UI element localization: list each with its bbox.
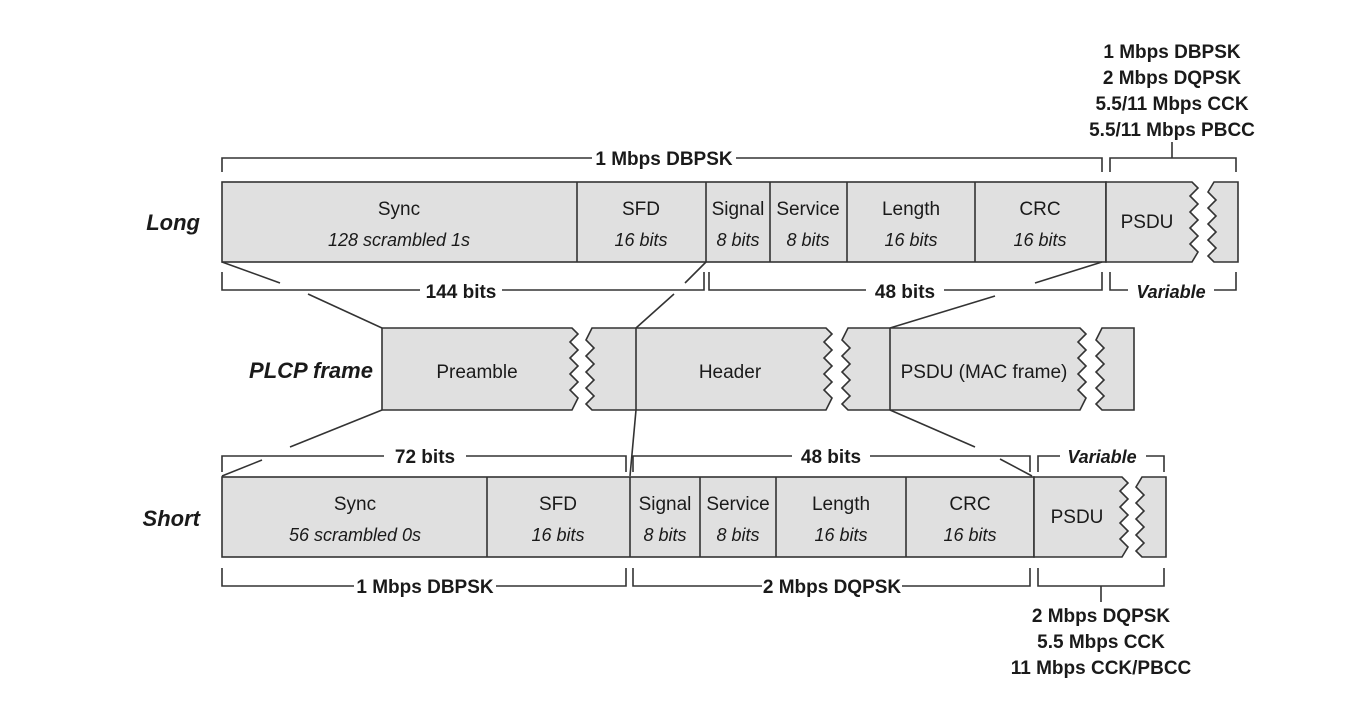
bracket-line <box>1109 142 1237 172</box>
short-crc-label: CRC <box>949 494 990 515</box>
long-sfd-label: SFD <box>622 199 660 220</box>
short-service-label: Service <box>706 494 769 515</box>
plcp-psdu-label: PSDU (MAC frame) <box>901 362 1068 383</box>
short-sfd-size: 16 bits <box>531 525 584 545</box>
long-sync-size: 128 scrambled 1s <box>328 230 470 250</box>
long-psdu-tail <box>1206 181 1239 263</box>
connector-line <box>889 295 996 329</box>
bracket-line <box>221 272 705 291</box>
short-header-bits: 48 bits <box>801 447 861 468</box>
plcp-psdu-tail <box>1094 327 1135 411</box>
short-top-brackets: 72 bits 48 bits Variable <box>221 447 1165 472</box>
long-crc-label: CRC <box>1019 199 1060 220</box>
long-sfd-size: 16 bits <box>614 230 667 250</box>
long-top-bracket: 1 Mbps DBPSK <box>221 149 1103 172</box>
short-signal-size: 8 bits <box>643 525 686 545</box>
long-crc-size: 16 bits <box>1013 230 1066 250</box>
plcp-frame: Preamble Header PSDU (MAC frame) <box>381 327 1135 411</box>
long-psdu-label: PSDU <box>1121 212 1174 233</box>
bracket-line <box>632 568 1031 587</box>
short-psdu-label: PSDU <box>1051 507 1104 528</box>
long-preamble-bits: 144 bits <box>426 282 497 303</box>
plcp-preamble-box <box>381 327 580 411</box>
connector-line <box>889 409 976 448</box>
short-sync-label: Sync <box>334 494 376 515</box>
short-frame: Sync 56 scrambled 0s SFD 16 bits Signal … <box>221 476 1167 558</box>
short-psdu-box <box>1033 476 1130 558</box>
long-bottom-brackets: 144 bits 48 bits Variable <box>221 272 1237 303</box>
bracket-line <box>221 455 627 472</box>
connector-line <box>307 293 383 329</box>
short-signal-label: Signal <box>639 494 692 515</box>
plcp-header-label: Header <box>699 362 762 383</box>
long-sync-label: Sync <box>378 199 420 220</box>
connector-line <box>289 409 383 448</box>
short-psdu-length: Variable <box>1067 447 1136 467</box>
long-top-rate: 1 Mbps DBPSK <box>595 149 733 170</box>
bracket-line <box>1109 272 1237 291</box>
connector-line <box>1034 261 1103 284</box>
short-sync-size: 56 scrambled 0s <box>289 525 421 545</box>
plcp-preamble-label: Preamble <box>436 362 517 383</box>
long-row-label: Long <box>146 210 200 235</box>
long-connectors <box>221 261 1103 329</box>
long-psdu-length: Variable <box>1136 282 1205 302</box>
short-crc-size: 16 bits <box>943 525 996 545</box>
short-fields-box <box>221 476 1035 558</box>
plcp-header-box <box>584 327 834 411</box>
long-psdu-rate-1: 1 Mbps DBPSK <box>1103 42 1241 63</box>
long-psdu-rates: 1 Mbps DBPSK 2 Mbps DQPSK 5.5/11 Mbps CC… <box>1089 42 1255 172</box>
connector-line <box>999 458 1033 477</box>
short-bottom-brackets: 1 Mbps DBPSK 2 Mbps DQPSK 2 Mbps DQPSK 5… <box>221 568 1192 679</box>
short-service-size: 8 bits <box>716 525 759 545</box>
short-header-rate: 2 Mbps DQPSK <box>763 577 902 598</box>
long-length-label: Length <box>882 199 940 220</box>
short-preamble-bits: 72 bits <box>395 447 455 468</box>
long-psdu-rate-2: 2 Mbps DQPSK <box>1103 68 1242 89</box>
connector-line <box>635 293 675 329</box>
bracket-line <box>221 157 1103 172</box>
long-service-label: Service <box>776 199 839 220</box>
long-frame: Sync 128 scrambled 1s SFD 16 bits Signal… <box>221 181 1239 263</box>
long-psdu-box <box>1105 181 1200 263</box>
bracket-line <box>221 568 627 587</box>
plcp-psdu-box <box>840 327 1088 411</box>
connector-line <box>221 459 263 477</box>
long-length-size: 16 bits <box>884 230 937 250</box>
connector-line <box>684 261 707 284</box>
long-header-bits: 48 bits <box>875 282 935 303</box>
long-service-size: 8 bits <box>786 230 829 250</box>
bracket-line <box>1037 455 1165 472</box>
short-length-label: Length <box>812 494 870 515</box>
short-psdu-rate-3: 11 Mbps CCK/PBCC <box>1011 658 1192 679</box>
short-psdu-rate-2: 5.5 Mbps CCK <box>1037 632 1165 653</box>
short-length-size: 16 bits <box>814 525 867 545</box>
long-signal-size: 8 bits <box>716 230 759 250</box>
short-preamble-rate: 1 Mbps DBPSK <box>356 577 494 598</box>
long-psdu-rate-3: 5.5/11 Mbps CCK <box>1095 94 1248 115</box>
long-fields-box <box>221 181 1107 263</box>
short-psdu-tail <box>1134 476 1167 558</box>
long-signal-label: Signal <box>712 199 765 220</box>
connector-line <box>221 261 281 284</box>
bracket-line <box>708 272 1103 291</box>
short-connectors <box>221 409 1033 477</box>
short-row-label: Short <box>143 506 202 531</box>
long-psdu-rate-4: 5.5/11 Mbps PBCC <box>1089 120 1255 141</box>
short-sfd-label: SFD <box>539 494 577 515</box>
connector-line <box>629 409 637 477</box>
plcp-row-label: PLCP frame <box>249 358 373 383</box>
short-psdu-rate-1: 2 Mbps DQPSK <box>1032 606 1171 627</box>
bracket-line <box>1037 568 1165 602</box>
bracket-line <box>632 455 1031 472</box>
